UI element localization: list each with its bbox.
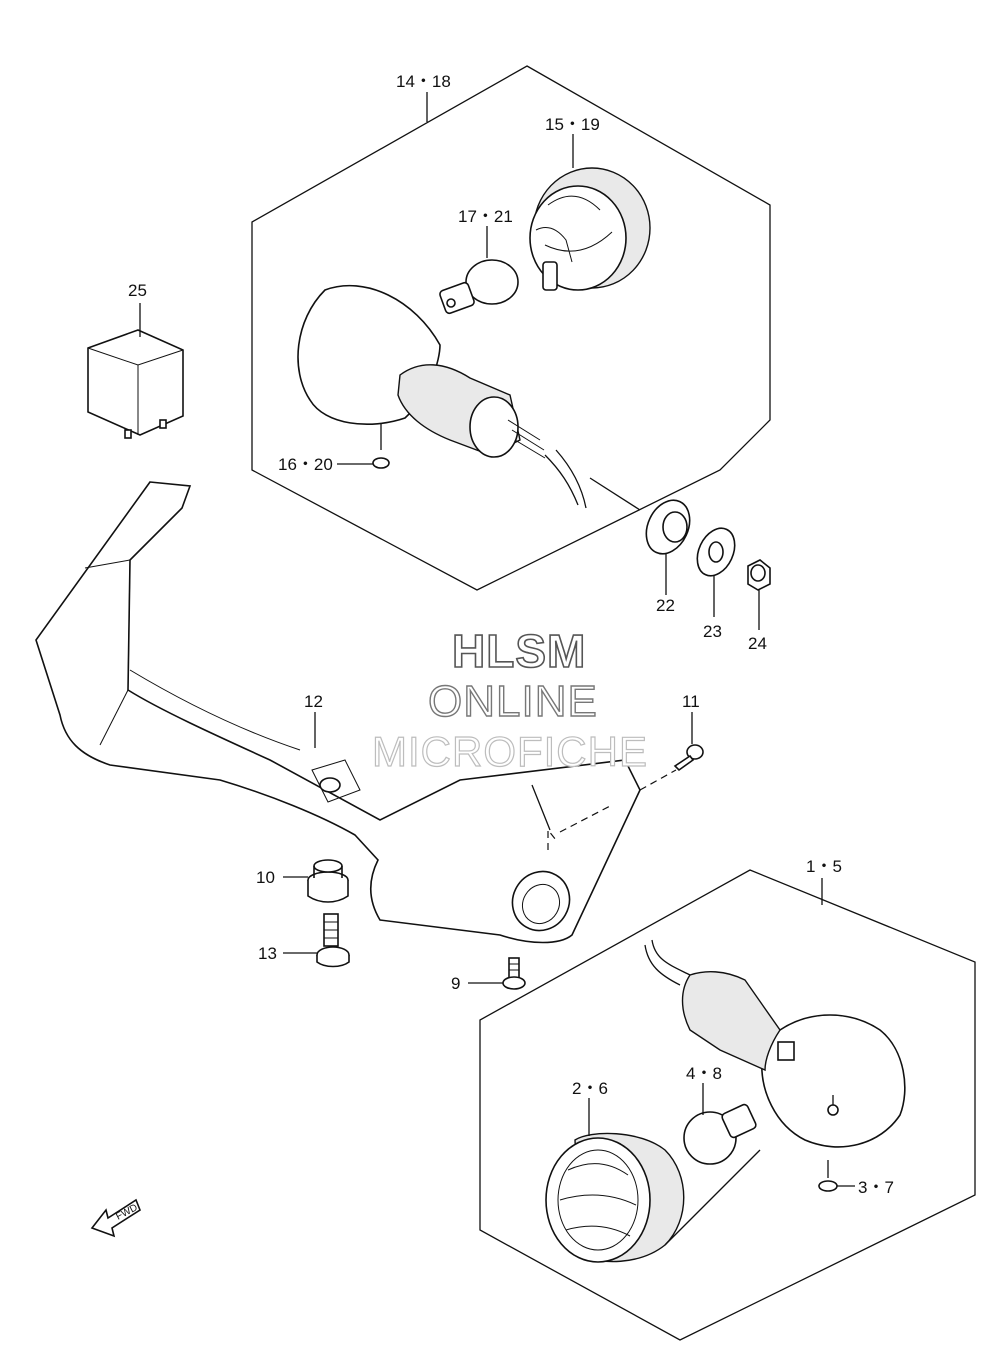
upper-signal-housing (297, 284, 587, 509)
watermark-line-2: ONLINE (428, 677, 598, 726)
part-labels: 14・18 15・19 17・21 25 16・20 22 23 24 12 1… (128, 72, 894, 1197)
screw-part-16-20 (337, 423, 390, 469)
label-22: 22 (656, 596, 675, 615)
label-9: 9 (451, 974, 460, 993)
label-13: 13 (258, 944, 277, 963)
label-14-18: 14・18 (396, 72, 451, 91)
grommet-part-10 (283, 859, 349, 903)
lens-part-2-6 (545, 1098, 685, 1263)
label-2-6: 2・6 (572, 1079, 608, 1098)
label-23: 23 (703, 622, 722, 641)
upper-assembly-frame (251, 65, 771, 591)
fwd-direction-indicator: FWD (90, 1198, 141, 1238)
lower-signal-assembly (479, 869, 976, 1341)
bulb-part-4-8 (683, 1083, 757, 1165)
label-24: 24 (748, 634, 767, 653)
label-12: 12 (304, 692, 323, 711)
relay-part-25 (87, 303, 184, 439)
screw-part-9 (468, 957, 526, 990)
label-10: 10 (256, 868, 275, 887)
label-16-20: 16・20 (278, 455, 333, 474)
watermark-line-3: MICROFICHE (372, 728, 648, 775)
fwd-badge-text: FWD (114, 1202, 139, 1222)
nut-part-24 (747, 559, 771, 630)
washer-part-22 (645, 499, 691, 595)
lower-assembly-frame (479, 869, 976, 1341)
washer-part-23 (696, 527, 736, 617)
label-15-19: 15・19 (545, 115, 600, 134)
watermark-line-1: HLSM (452, 625, 586, 677)
screw-part-3-7 (818, 1160, 855, 1192)
label-4-8: 4・8 (686, 1064, 722, 1083)
watermark: HLSM ONLINE MICROFICHE (371, 624, 648, 775)
label-1-5: 1・5 (806, 857, 842, 876)
screw-part-11 (639, 712, 704, 791)
bulb-part-17-21 (439, 259, 519, 315)
upper-signal-assembly (251, 65, 771, 591)
hardware-22-23-24 (645, 499, 771, 630)
label-25: 25 (128, 281, 147, 300)
fwd-arrow-icon (90, 1198, 141, 1238)
socket-part-15-19 (529, 167, 651, 291)
bracket-part-12 (35, 481, 641, 944)
lower-signal-housing (644, 939, 906, 1148)
bolt-part-13 (283, 913, 350, 968)
label-17-21: 17・21 (458, 207, 513, 226)
label-3-7: 3・7 (858, 1178, 894, 1197)
label-11: 11 (682, 692, 700, 711)
